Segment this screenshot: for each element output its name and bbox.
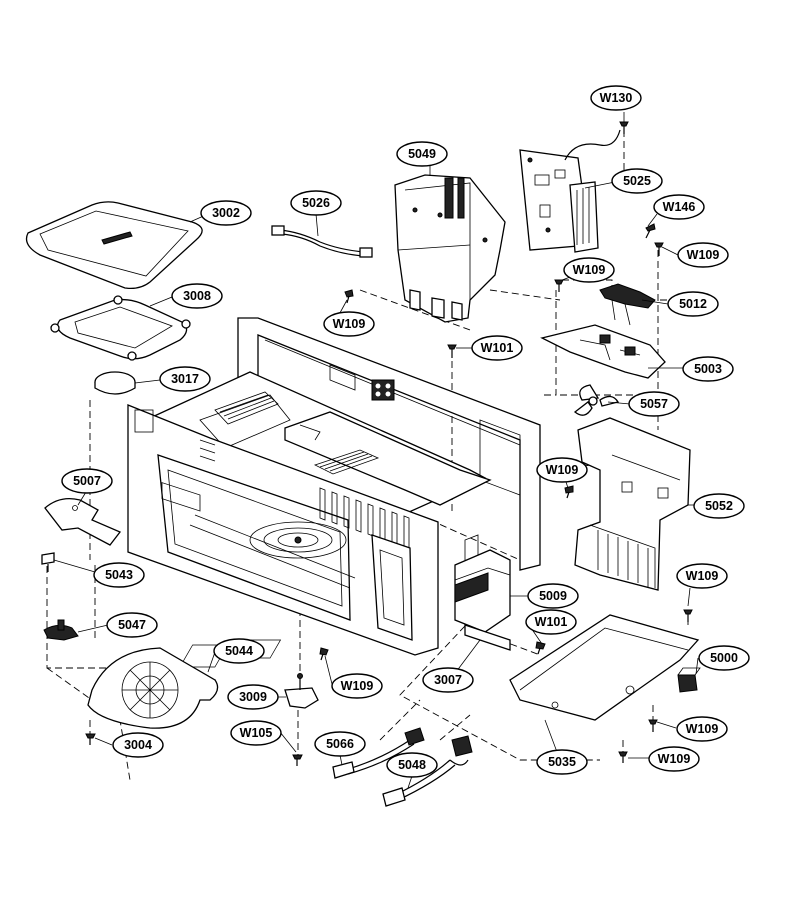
- callout-label: 5003: [694, 362, 722, 376]
- callout-label: W105: [240, 726, 273, 740]
- callout-W101-a: W101: [471, 335, 523, 361]
- callout-label: 5066: [326, 737, 354, 751]
- fan-blade-part: [573, 384, 620, 416]
- callout-W109-b: W109: [563, 257, 615, 283]
- callout-5044: 5044: [213, 638, 265, 664]
- callout-5025: 5025: [611, 168, 663, 194]
- callout-label: 5043: [105, 568, 133, 582]
- control-board-part: [519, 129, 621, 253]
- callout-W109-d: W109: [536, 457, 588, 483]
- callout-label: W101: [481, 341, 514, 355]
- callout-W101-b: W101: [525, 609, 577, 635]
- callout-W130: W130: [590, 85, 642, 111]
- callout-5007: 5007: [61, 468, 113, 494]
- callout-label: 5047: [118, 618, 146, 632]
- callout-label: W109: [333, 317, 366, 331]
- bracket-part: [394, 174, 506, 323]
- callout-5035: 5035: [536, 749, 588, 775]
- callout-label: 5048: [398, 758, 426, 772]
- coupler-part: [94, 371, 136, 395]
- callout-label: 3017: [171, 372, 199, 386]
- motor-3009: [284, 673, 319, 709]
- callout-5000: 5000: [698, 645, 750, 671]
- callout-5043: 5043: [93, 562, 145, 588]
- callout-label: W109: [687, 248, 720, 262]
- callout-label: 3007: [434, 673, 462, 687]
- fan-cover-part: [87, 647, 219, 729]
- callout-5052: 5052: [693, 493, 745, 519]
- callout-label: W109: [686, 569, 719, 583]
- wire-harness-5048: [382, 735, 473, 807]
- callout-3002: 3002: [200, 200, 252, 226]
- callout-W109-e: W109: [676, 563, 728, 589]
- callout-label: 5049: [408, 147, 436, 161]
- callout-label: 3008: [183, 289, 211, 303]
- callout-label: 5009: [539, 589, 567, 603]
- callout-label: 5025: [623, 174, 651, 188]
- callout-W109-h: W109: [648, 746, 700, 772]
- callout-label: 5007: [73, 474, 101, 488]
- callout-5026: 5026: [290, 190, 342, 216]
- callout-label: 3009: [239, 690, 267, 704]
- callout-W105: W105: [230, 720, 282, 746]
- wire-harness-5066: [332, 727, 425, 779]
- callout-label: 5026: [302, 196, 330, 210]
- callout-3017: 3017: [159, 366, 211, 392]
- callout-W109-c: W109: [323, 311, 375, 337]
- callout-label: 5052: [705, 499, 733, 513]
- callout-label: W101: [535, 615, 568, 629]
- callout-5012: 5012: [667, 291, 719, 317]
- fuse-part: [677, 667, 701, 693]
- callout-5009: 5009: [527, 583, 579, 609]
- callout-5048: 5048: [386, 752, 438, 778]
- callout-label: W109: [573, 263, 606, 277]
- callout-label: W109: [341, 679, 374, 693]
- callout-3004: 3004: [112, 732, 164, 758]
- glass-tray-part: [25, 201, 203, 290]
- harness-part: [271, 225, 373, 258]
- callout-3008: 3008: [171, 283, 223, 309]
- callout-W109-f: W109: [331, 673, 383, 699]
- callout-label: 5044: [225, 644, 253, 658]
- screws-bottom: [85, 485, 693, 766]
- screw-5043: [41, 552, 55, 572]
- oven-cavity-part: [127, 317, 541, 656]
- clip-5047: [43, 619, 79, 641]
- callout-W109-a: W109: [677, 242, 729, 268]
- callout-label: W109: [658, 752, 691, 766]
- duct-part: [574, 417, 691, 591]
- callout-label: 3004: [124, 738, 152, 752]
- callout-5047: 5047: [106, 612, 158, 638]
- latch-bracket-part: [540, 324, 666, 379]
- callout-5057: 5057: [628, 391, 680, 417]
- callout-5066: 5066: [314, 731, 366, 757]
- switch-part: [599, 283, 656, 326]
- roller-ring-part: [50, 295, 191, 361]
- callout-label: 3002: [212, 206, 240, 220]
- callout-label: 5035: [548, 755, 576, 769]
- callout-label: W130: [600, 91, 633, 105]
- transformer-part: [454, 534, 511, 651]
- callout-W146: W146: [653, 194, 705, 220]
- callout-5049: 5049: [396, 141, 448, 167]
- screws-top: [344, 121, 664, 358]
- latch-lever-part: [44, 497, 122, 546]
- callout-label: W146: [663, 200, 696, 214]
- callout-label: 5000: [710, 651, 738, 665]
- callout-3007: 3007: [422, 667, 474, 693]
- top-vent: [214, 391, 279, 425]
- callout-label: 5012: [679, 297, 707, 311]
- callout-W109-g: W109: [676, 716, 728, 742]
- callout-label: W109: [686, 722, 719, 736]
- callout-label: 5057: [640, 397, 668, 411]
- callout-5003: 5003: [682, 356, 734, 382]
- callout-label: W109: [546, 463, 579, 477]
- callout-3009: 3009: [227, 684, 279, 710]
